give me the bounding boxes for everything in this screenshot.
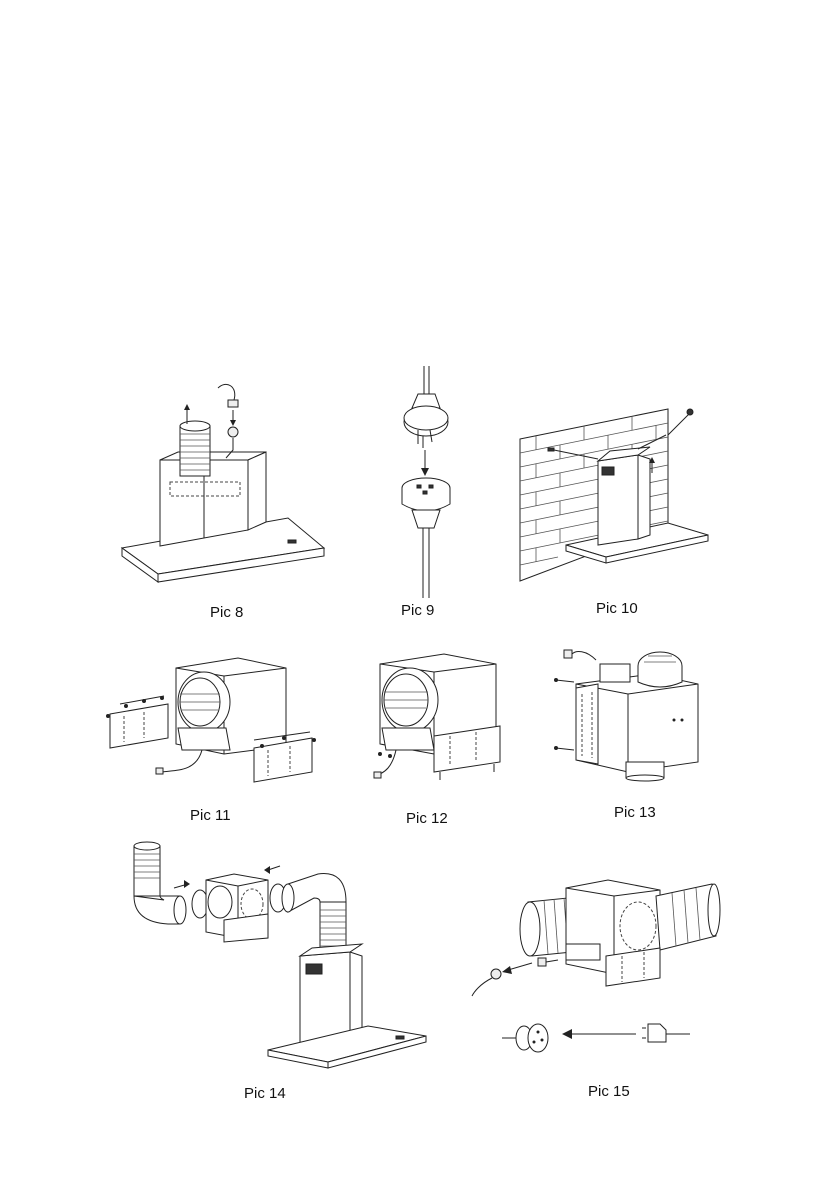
caption-pic-14: Pic 14 — [244, 1085, 286, 1102]
caption-pic-12: Pic 12 — [406, 810, 448, 827]
motor-box-ceiling-illustration — [550, 644, 704, 780]
caption-pic-11: Pic 11 — [190, 807, 231, 824]
caption-pic-8: Pic 8 — [210, 604, 243, 621]
figure-pic-15 — [468, 866, 720, 1060]
caption-pic-15: Pic 15 — [588, 1083, 630, 1100]
rangehood-chimney-illustration — [118, 378, 328, 583]
figure-pic-10 — [518, 405, 714, 583]
figure-pic-9 — [392, 364, 462, 600]
figure-pic-12 — [366, 650, 512, 790]
caption-pic-9: Pic 9 — [401, 602, 434, 619]
motor-box-fitted-illustration — [366, 650, 512, 790]
figure-pic-8 — [118, 378, 328, 583]
caption-pic-13: Pic 13 — [614, 804, 656, 821]
inline-motor-wiring-illustration — [468, 866, 720, 1060]
figure-pic-11 — [104, 654, 324, 786]
wall-mount-illustration — [518, 405, 714, 583]
duct-assembly-illustration — [128, 840, 428, 1070]
motor-box-brackets-illustration — [104, 654, 324, 786]
figure-pic-14 — [128, 840, 428, 1070]
figure-pic-13 — [550, 644, 704, 780]
plug-socket-illustration — [392, 364, 462, 600]
caption-pic-10: Pic 10 — [596, 600, 638, 617]
